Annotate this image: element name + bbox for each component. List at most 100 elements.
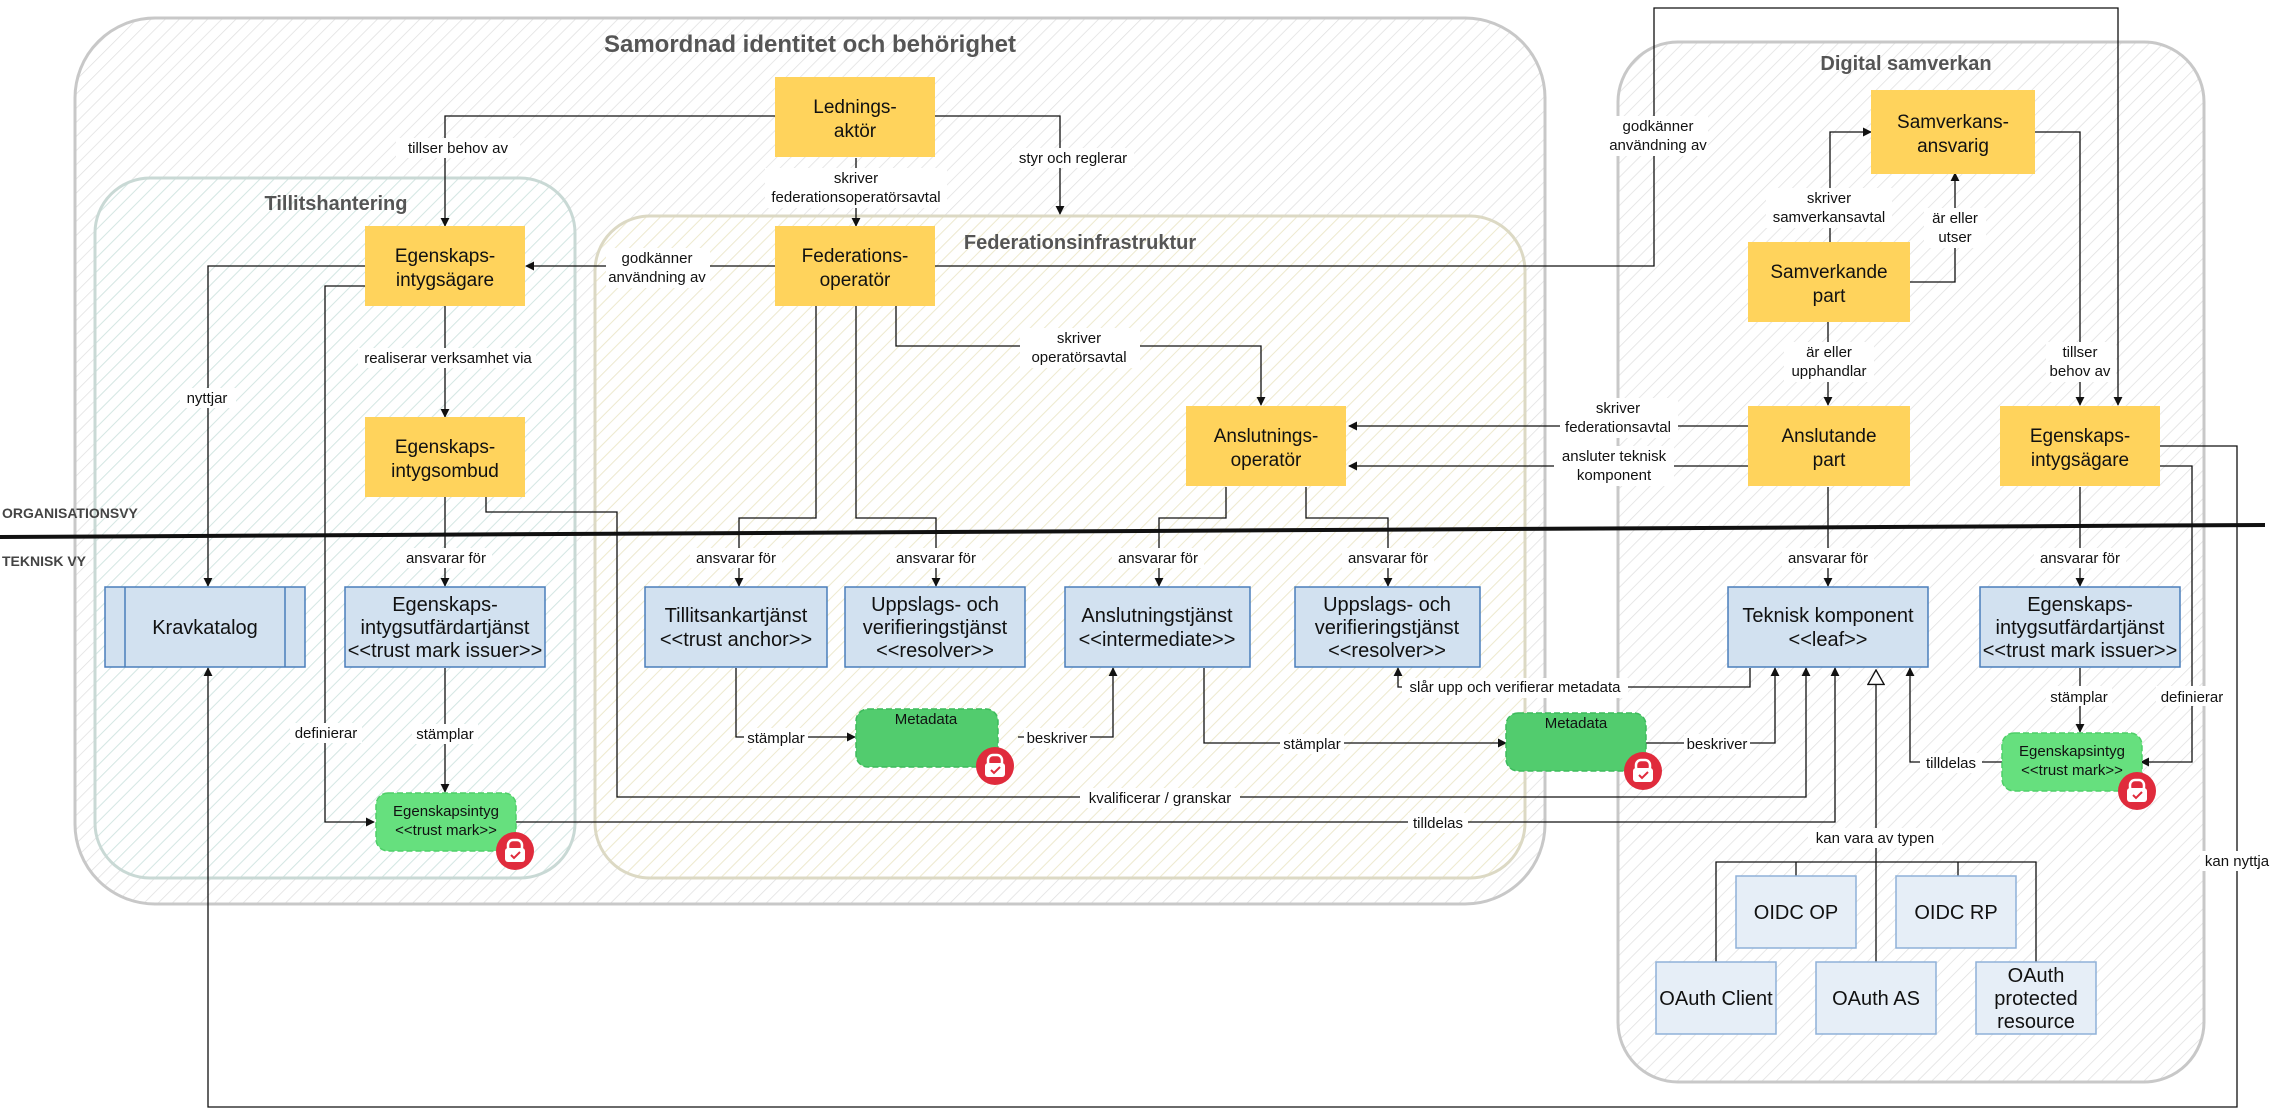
svg-text:OAuth Client: OAuth Client <box>1659 988 1773 1010</box>
label-stamplar-2: stämplar <box>747 730 805 747</box>
label-ansvarar-for-3: ansvarar för <box>896 550 976 567</box>
actor-samverkansansvarig[interactable] <box>1871 90 2035 174</box>
label-styr-och-reglerar: styr och reglerar <box>1019 150 1127 167</box>
label-ansvarar-for-7: ansvarar för <box>2040 550 2120 567</box>
subtype-oauth-protected-resource[interactable] <box>1975 961 2097 1035</box>
svg-text:OAuth AS: OAuth AS <box>1832 988 1920 1010</box>
svg-text:OIDC RP: OIDC RP <box>1914 902 1997 924</box>
component-uppslags-och-verifieringstjanst-1[interactable] <box>844 586 1026 668</box>
svg-text:Egenskaps-intygsägare: Egenskaps-intygsägare <box>395 246 495 291</box>
svg-text:Teknisk komponent<<leaf>>: Teknisk komponent<<leaf>> <box>1742 605 1914 651</box>
component-egenskapsintygsutfardartjanst[interactable] <box>344 586 546 668</box>
subtype-oauth-as[interactable] <box>1815 961 1937 1035</box>
label-realiserar-verksamhet-via: realiserar verksamhet via <box>364 350 532 367</box>
svg-text:Metadata: Metadata <box>1545 715 1608 732</box>
label-beskriver-1: beskriver <box>1027 730 1088 747</box>
svg-text:Lednings-aktör: Lednings-aktör <box>813 97 896 142</box>
svg-text:Samverkans-ansvarig: Samverkans-ansvarig <box>1897 112 2009 157</box>
actor-samverkande-part[interactable] <box>1748 242 1910 322</box>
actor-ledningsaktor[interactable] <box>775 77 935 157</box>
shield-badge-icon <box>1624 752 1662 790</box>
view-label-organisationsvy: ORGANISATIONSVY <box>2 505 139 521</box>
label-ansvarar-for-5: ansvarar för <box>1348 550 1428 567</box>
svg-text:Egenskaps-intygsägare: Egenskaps-intygsägare <box>2030 426 2130 471</box>
svg-text:Anslutningstjänst<<intermediat: Anslutningstjänst<<intermediate>> <box>1079 605 1236 651</box>
shield-badge-icon <box>976 747 1014 785</box>
label-beskriver-2: beskriver <box>1687 736 1748 753</box>
svg-text:Egenskapsintyg<<trust mark>>: Egenskapsintyg<<trust mark>> <box>2019 743 2125 779</box>
label-ansvarar-for-6: ansvarar för <box>1788 550 1868 567</box>
artifacts: Metadata Metadata Egenskapsintyg<<trust … <box>375 708 2156 870</box>
actor-egenskapsintygsombud[interactable] <box>365 417 525 497</box>
artifact-metadata-1[interactable] <box>855 708 999 768</box>
actor-federationsoperator[interactable] <box>775 226 935 306</box>
shield-badge-icon <box>2118 772 2156 810</box>
svg-text:Federations-operatör: Federations-operatör <box>802 246 909 291</box>
svg-text:Egenskapsintyg<<trust mark>>: Egenskapsintyg<<trust mark>> <box>393 803 499 839</box>
label-tillser-behov-av: tillser behov av <box>408 140 509 157</box>
label-ansvarar-for-4: ansvarar för <box>1118 550 1198 567</box>
label-tilldelas-1: tilldelas <box>1413 815 1463 832</box>
label-stamplar-1: stämplar <box>416 726 474 743</box>
actor-anslutningsoperator[interactable] <box>1186 406 1346 486</box>
svg-text:Metadata: Metadata <box>895 711 958 728</box>
component-teknisk-komponent[interactable] <box>1727 586 1929 668</box>
component-kravkatalog[interactable] <box>104 586 306 668</box>
shield-badge-icon <box>496 832 534 870</box>
svg-text:Anslutnings-operatör: Anslutnings-operatör <box>1214 426 1319 471</box>
svg-text:Kravkatalog: Kravkatalog <box>152 617 258 639</box>
actor-egenskapsintygsagare-2[interactable] <box>2000 406 2160 486</box>
region-title-digital-samverkan: Digital samverkan <box>1820 53 1991 75</box>
label-ansvarar-for-2: ansvarar för <box>696 550 776 567</box>
svg-text:Egenskaps-intygsutfärdartjänst: Egenskaps-intygsutfärdartjänst<<trust ma… <box>1983 594 2178 662</box>
region-title-tillitshantering: Tillitshantering <box>265 193 408 215</box>
component-tillitsankartjanst[interactable] <box>644 586 828 668</box>
region-title-federationsinfrastruktur: Federationsinfrastruktur <box>964 232 1196 254</box>
components: Kravkatalog Egenskaps-intygsutfärdartjän… <box>104 586 2181 1035</box>
view-label-teknisk-vy: TEKNISK VY <box>2 553 87 569</box>
label-kvalificerar-granskar: kvalificerar / granskar <box>1089 790 1232 807</box>
label-stamplar-3: stämplar <box>1283 736 1341 753</box>
subtype-oidc-rp[interactable] <box>1895 875 2017 949</box>
component-uppslags-och-verifieringstjanst-2[interactable] <box>1294 586 1481 668</box>
actor-egenskapsintygsagare[interactable] <box>365 226 525 306</box>
artifact-egenskapsintyg-2[interactable] <box>2001 732 2143 792</box>
region-title-samordnad: Samordnad identitet och behörighet <box>604 31 1016 58</box>
label-definierar-2: definierar <box>2161 689 2224 706</box>
svg-text:Egenskaps-intygsombud: Egenskaps-intygsombud <box>391 437 499 482</box>
subtype-oidc-op[interactable] <box>1735 875 1857 949</box>
view-divider-line <box>0 523 2266 539</box>
actors: Lednings-aktör Federations-operatör Egen… <box>365 77 2160 497</box>
label-definierar-1: definierar <box>295 725 358 742</box>
label-ansvarar-for-1: ansvarar för <box>406 550 486 567</box>
label-tilldelas-2: tilldelas <box>1926 755 1976 772</box>
component-anslutningstjanst[interactable] <box>1064 586 1251 668</box>
subtype-oauth-client[interactable] <box>1655 961 1777 1035</box>
artifact-egenskapsintyg-1[interactable] <box>375 792 517 852</box>
svg-text:OIDC OP: OIDC OP <box>1754 902 1838 924</box>
svg-text:Tillitsankartjänst<<trust anch: Tillitsankartjänst<<trust anchor>> <box>660 605 812 651</box>
label-kan-vara-av-typen: kan vara av typen <box>1816 830 1934 847</box>
label-kan-nyttja: kan nyttja <box>2205 853 2270 870</box>
label-nyttjar: nyttjar <box>187 390 228 407</box>
label-stamplar-4: stämplar <box>2050 689 2108 706</box>
component-egenskapsintygsutfardartjanst-2[interactable] <box>1979 586 2181 668</box>
region-federationsinfrastruktur <box>593 214 1527 880</box>
actor-anslutande-part[interactable] <box>1748 406 1910 486</box>
artifact-metadata-2[interactable] <box>1505 712 1647 772</box>
